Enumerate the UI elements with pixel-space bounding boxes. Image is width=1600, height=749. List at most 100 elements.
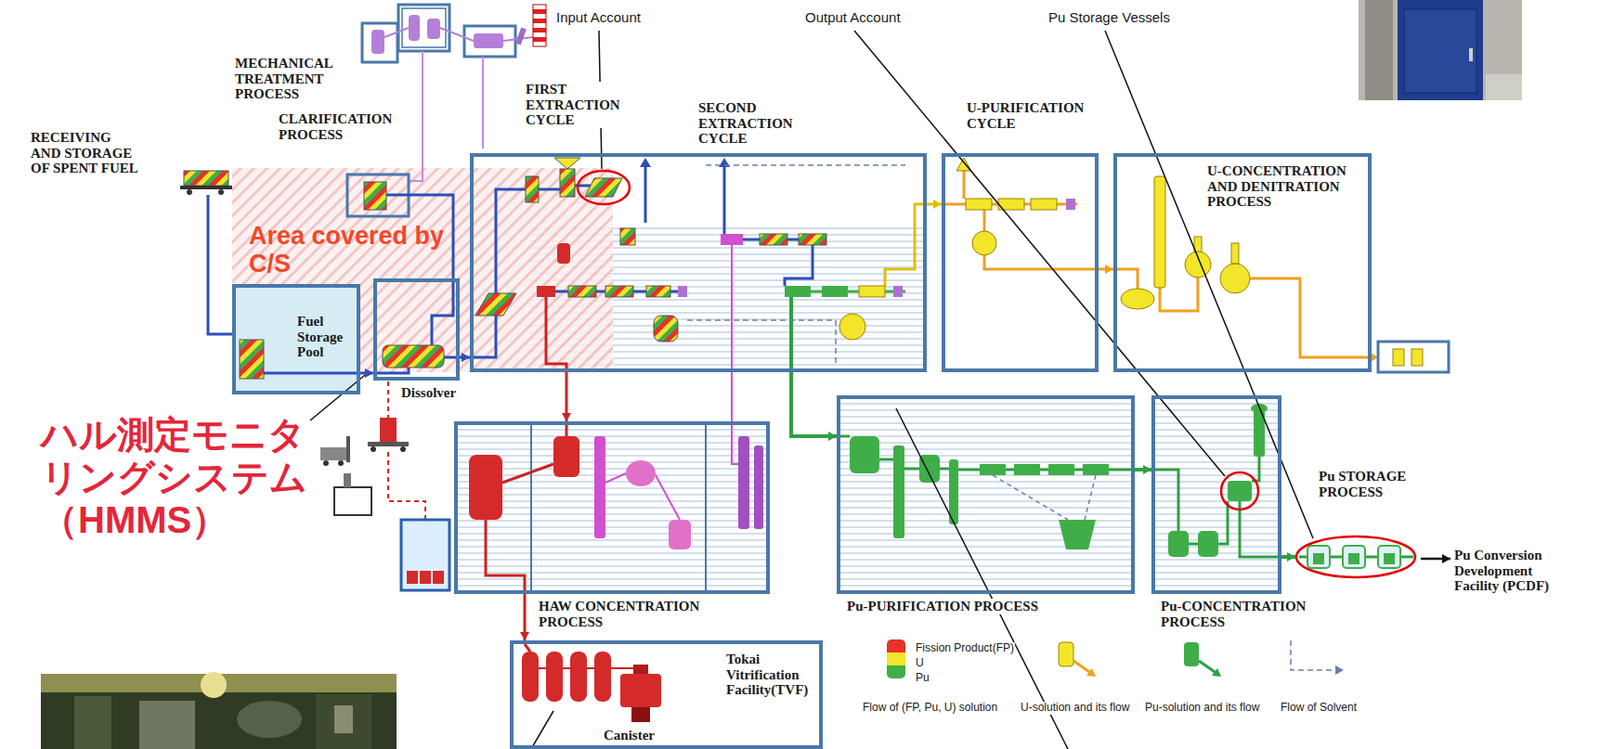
head-end-equipment xyxy=(263,372,361,376)
uranium-equipment xyxy=(1378,341,1449,373)
plutonium-equipment xyxy=(1307,546,1330,569)
extraction-equipment xyxy=(585,178,623,197)
facility-label: Tokai Vitrification Facility(TVF) xyxy=(726,651,818,699)
hull-monitoring-equipment xyxy=(343,473,352,488)
legend-label-slot: Pu xyxy=(914,668,931,686)
process-heading-slot: Pu-PURIFICATION PROCESS xyxy=(845,598,1125,615)
photo xyxy=(1397,0,1483,101)
plutonium-equipment xyxy=(893,445,905,539)
leader-line xyxy=(531,711,554,749)
area-shading xyxy=(235,287,357,391)
legend-swatch xyxy=(886,639,906,653)
process-heading: U-CONCENTRATION AND DENITRATION PROCESS xyxy=(1207,163,1362,210)
vitrification-equipment xyxy=(521,644,662,723)
dissolver-label: Dissolver xyxy=(401,385,456,402)
extraction-equipment xyxy=(884,204,927,287)
vitrification-equipment xyxy=(586,667,595,670)
uranium-equipment xyxy=(1184,251,1211,278)
head-end-equipment xyxy=(402,8,446,48)
head-end-equipment xyxy=(183,170,229,186)
haw-equipment xyxy=(502,464,554,483)
arrow-head xyxy=(1287,552,1296,562)
legend-swatch xyxy=(886,665,906,679)
process-label-slot: RECEIVING AND STORAGE OF SPENT FUEL xyxy=(30,130,144,177)
extraction-equipment xyxy=(731,245,739,465)
head-end-equipment xyxy=(384,27,409,38)
haw-equipment xyxy=(565,425,569,437)
pu-storage-area: Pu STORAGE PROCESS xyxy=(1295,468,1421,581)
photo xyxy=(1358,0,1522,101)
uranium-equipment xyxy=(1231,243,1239,264)
arrow-head xyxy=(1105,264,1114,274)
hull-monitoring-equipment xyxy=(406,571,418,585)
system-label-slot: ハル測定モニタリングシステム（HMMS） xyxy=(40,413,320,542)
legend-symbol xyxy=(1290,640,1338,671)
pipe-connector xyxy=(520,594,530,641)
photo xyxy=(334,705,353,734)
vitrification-equipment xyxy=(620,674,662,708)
legend-symbol xyxy=(1335,665,1344,676)
plutonium-equipment xyxy=(1058,520,1096,550)
area-label: Area covered by C/S xyxy=(248,222,477,278)
process-label: RECEIVING AND STORAGE OF SPENT FUEL xyxy=(30,130,144,177)
photo xyxy=(236,701,302,739)
legend-swatch xyxy=(886,652,906,666)
uranium-equipment xyxy=(1117,269,1138,290)
extraction-equipment xyxy=(720,234,743,246)
pipe-connector xyxy=(1134,465,1152,475)
head-end-equipment xyxy=(208,195,233,335)
leader-line xyxy=(310,30,1314,749)
extraction-equipment xyxy=(525,176,539,203)
extraction-equipment xyxy=(639,157,651,168)
area-shading xyxy=(1155,399,1278,591)
pool-label: Fuel Storage Pool xyxy=(297,313,355,361)
plutonium-equipment xyxy=(1048,464,1075,476)
uranium-equipment xyxy=(1249,278,1371,358)
pipe-connector xyxy=(926,199,942,209)
head-end-equipment xyxy=(427,18,441,40)
leader-line xyxy=(896,408,1068,749)
pu-purification-box: Pu-PURIFICATION PROCESS xyxy=(836,395,1135,595)
tvf-box: Tokai Vitrification Facility(TVF) xyxy=(509,640,823,749)
leader-line xyxy=(1105,30,1314,539)
part-label-slot: Canister xyxy=(603,727,655,744)
pipe-connector xyxy=(1420,554,1451,564)
extraction-equipment xyxy=(784,286,811,298)
extraction-equipment xyxy=(789,291,794,373)
haw-equipment xyxy=(655,475,680,521)
plutonium-equipment xyxy=(992,475,1068,521)
extraction-equipment xyxy=(723,165,727,235)
callout-label-slot: Input Account xyxy=(555,9,642,27)
purification-box: U-PURIFICATION CYCLE xyxy=(941,153,1099,373)
area-label-slot: Area covered by C/S xyxy=(248,222,477,278)
hull-monitoring-equipment xyxy=(419,571,431,585)
legend-symbol xyxy=(1183,642,1199,667)
hull-monitoring-equipment xyxy=(401,520,450,591)
vitrification-equipment xyxy=(633,664,649,675)
area-shading xyxy=(457,425,767,591)
haw-equipment xyxy=(553,436,580,478)
uranium-equipment xyxy=(962,170,966,199)
extraction-equipment xyxy=(677,286,688,298)
callout-label-slot: Output Account xyxy=(804,9,902,27)
head-end-equipment xyxy=(533,4,547,47)
legend-label: U-solution and its flow xyxy=(1019,702,1131,716)
legend-label: Fission Product(FP) xyxy=(914,642,1015,656)
extraction-equipment xyxy=(473,157,927,465)
hull-monitoring-equipment xyxy=(323,460,329,467)
hull-monitoring-equipment xyxy=(338,460,344,467)
plutonium-equipment xyxy=(1378,546,1401,569)
extraction-equipment xyxy=(759,234,788,246)
uranium-equipment xyxy=(945,157,1449,373)
pipe-line xyxy=(791,372,837,437)
part-label: Canister xyxy=(603,728,655,744)
legend-label-slot: U-solution and its flow xyxy=(1019,698,1131,716)
plutonium-equipment xyxy=(1082,464,1109,476)
arrow-head xyxy=(933,199,942,209)
extraction-equipment xyxy=(644,165,648,223)
head-end-equipment xyxy=(377,367,409,374)
hull-monitoring-equipment xyxy=(388,452,426,521)
extraction-equipment xyxy=(687,320,836,367)
vitrification-equipment xyxy=(594,651,612,703)
